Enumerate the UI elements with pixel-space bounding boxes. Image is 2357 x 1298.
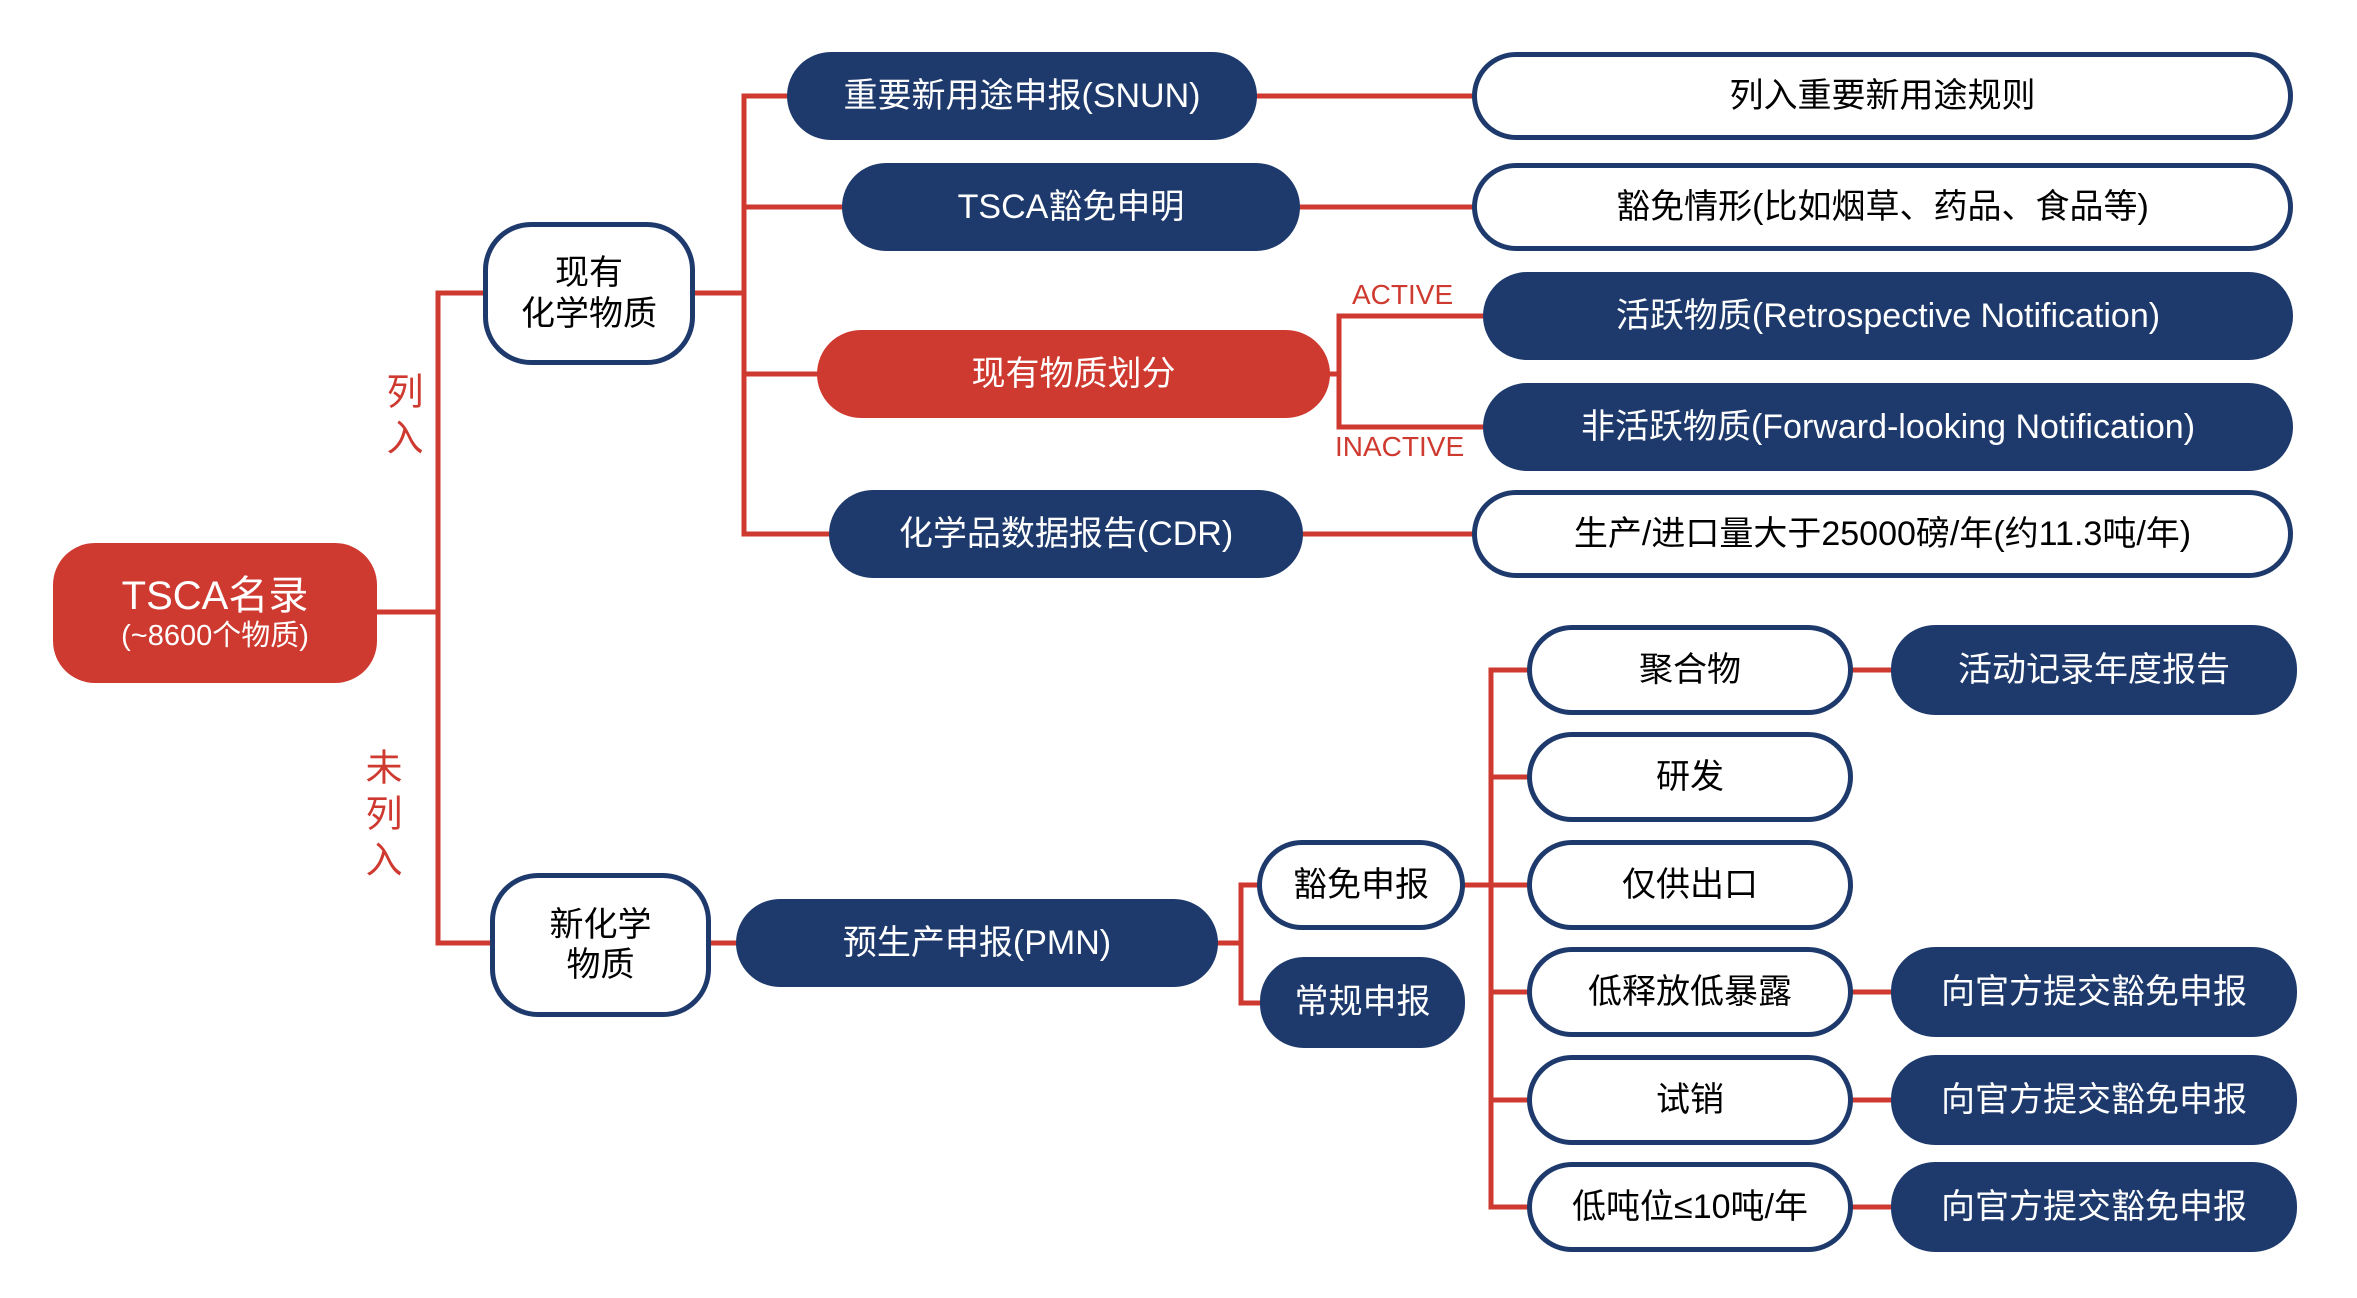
branch-label-active: ACTIVE — [1352, 279, 1454, 310]
existing-chemicals-line2: 化学物质 — [521, 294, 657, 333]
node-new-chemicals: 新化学 物质 — [490, 873, 711, 1017]
node-tsca-exemption: TSCA豁免申明 — [842, 163, 1300, 251]
node-cdr-result: 生产/进口量大于25000磅/年(约11.3吨/年) — [1472, 490, 2293, 578]
node-existing-substance-division: 现有物质划分 — [817, 330, 1330, 418]
connector-exempt-column — [1460, 667, 1532, 1210]
connector-upper-results — [1252, 93, 1477, 537]
connector-existing-column — [690, 93, 847, 537]
node-cdr: 化学品数据报告(CDR) — [829, 490, 1303, 578]
branch-label-inactive: INACTIVE — [1335, 431, 1465, 462]
node-polymer-result: 活动记录年度报告 — [1891, 625, 2297, 715]
node-test-market-result: 向官方提交豁免申报 — [1891, 1055, 2297, 1145]
node-snun: 重要新用途申报(SNUN) — [787, 52, 1257, 140]
node-existing-chemicals: 现有 化学物质 — [483, 222, 695, 365]
node-regular-declare: 常规申报 — [1260, 957, 1465, 1048]
node-test-market: 试销 — [1527, 1055, 1853, 1145]
node-exemption-result: 豁免情形(比如烟草、药品、食品等) — [1472, 163, 2293, 251]
node-low-tonnage-result: 向官方提交豁免申报 — [1891, 1162, 2297, 1252]
node-low-tonnage: 低吨位≤10吨/年 — [1527, 1162, 1853, 1252]
branch-label-listed: 列入 — [381, 372, 422, 464]
tsca-inventory-subtitle: (~8600个物质) — [121, 619, 309, 652]
node-snun-result: 列入重要新用途规则 — [1472, 52, 2293, 140]
node-exempt-declare: 豁免申报 — [1257, 840, 1465, 930]
existing-chemicals-line1: 现有 — [555, 254, 623, 293]
node-active-result: 活跃物质(Retrospective Notification) — [1483, 272, 2293, 360]
new-chemicals-line1: 新化学 — [549, 905, 652, 944]
connector-root-spine — [374, 290, 495, 946]
new-chemicals-line2: 物质 — [566, 946, 635, 984]
node-pmn: 预生产申报(PMN) — [736, 899, 1218, 987]
tsca-inventory-title: TSCA名录 — [121, 573, 309, 618]
node-inactive-result: 非活跃物质(Forward-looking Notification) — [1483, 383, 2293, 471]
node-polymer: 聚合物 — [1527, 625, 1853, 715]
node-low-release: 低释放低暴露 — [1527, 947, 1853, 1037]
node-low-release-result: 向官方提交豁免申报 — [1891, 947, 2297, 1037]
branch-label-not-listed: 未列入 — [360, 748, 401, 886]
node-rd: 研发 — [1527, 732, 1853, 822]
node-tsca-inventory: TSCA名录 (~8600个物质) — [53, 543, 377, 683]
connector-new-chain — [706, 882, 1265, 1006]
connector-division-fork — [1325, 313, 1488, 430]
node-export-only: 仅供出口 — [1527, 840, 1853, 930]
connector-exempt-results — [1848, 667, 1896, 1210]
